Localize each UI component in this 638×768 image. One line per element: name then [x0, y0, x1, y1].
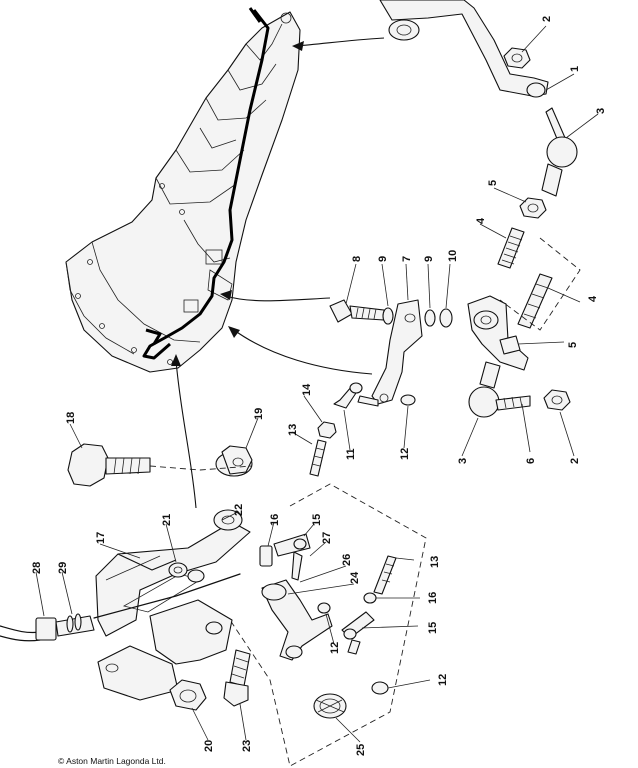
callout-15-top: 15: [311, 514, 323, 526]
bolt-23: [223, 649, 251, 707]
bolt-6: [495, 395, 531, 411]
nut-20: [169, 679, 207, 711]
nut-2-bottom: [543, 389, 571, 411]
leader-dash-left: [149, 465, 253, 471]
callout-15-right: 15: [427, 622, 439, 634]
cable-route: [142, 9, 270, 360]
callout-6: 6: [525, 458, 537, 464]
callout-26: 26: [341, 554, 353, 566]
nut-12-lower-a: [317, 602, 331, 614]
clevis-21: [168, 562, 188, 578]
callout-16-right: 16: [427, 592, 439, 604]
callout-27: 27: [321, 532, 333, 544]
callout-16-left: 16: [269, 514, 281, 526]
callout-25: 25: [355, 744, 367, 756]
callout-13-lower: 13: [429, 556, 441, 568]
nut-22: [187, 569, 205, 583]
outer-cable-2: [0, 635, 41, 642]
callout-28: 28: [31, 562, 43, 574]
ball-end-15-top: [273, 533, 311, 581]
callout-1: 1: [569, 66, 581, 72]
nut-2-top: [503, 47, 531, 69]
callout-11: 11: [345, 448, 357, 460]
callout-22: 22: [233, 504, 245, 516]
bolt-8: [329, 299, 385, 323]
ball-end-15-right: [341, 611, 375, 655]
spring-clip-25: [313, 693, 347, 719]
gearbox-housing: [65, 11, 301, 373]
callout-12-lower-a: 12: [329, 642, 341, 654]
mounting-plate: [97, 599, 233, 701]
callout-9-right: 9: [423, 256, 435, 262]
washer-9-left: [382, 307, 394, 325]
sleeve-16-left: [259, 545, 273, 567]
leader-dash-4: [499, 237, 581, 331]
lever-7: [371, 299, 423, 405]
callout-12-lower-b: 12: [437, 674, 449, 686]
callout-17: 17: [95, 532, 107, 544]
nut-12-mid: [400, 394, 416, 406]
nut-5-top: [519, 197, 547, 219]
callout-13-top: 13: [287, 424, 299, 436]
cable-abutment-28: [35, 615, 95, 641]
leader-dash-lower: [229, 483, 427, 767]
callout-numbers: 1 2 2 3 3 4 4 5 5 6 7 8 9 9 10 11 12 12 …: [31, 16, 607, 756]
callout-3-top: 3: [595, 108, 607, 114]
callout-23: 23: [241, 740, 253, 752]
nut-16-right: [363, 592, 377, 604]
inner-cable: [93, 573, 241, 619]
copyright-text: © Aston Martin Lagonda Ltd.: [58, 756, 166, 766]
callout-20: 20: [203, 740, 215, 752]
ball-joint-3-top: [541, 107, 578, 197]
rod-13-top: [309, 439, 327, 477]
callout-12-mid: 12: [399, 448, 411, 460]
cable-end-bottom: [145, 328, 162, 345]
outer-cable: [0, 625, 41, 634]
callout-4-left: 4: [475, 217, 487, 224]
pointer-arrows: [171, 37, 385, 509]
callout-10: 10: [447, 250, 459, 262]
callout-3-bottom: 3: [457, 458, 469, 464]
callout-2-bottom: 2: [569, 458, 581, 464]
lever-arm-1: [379, 0, 549, 98]
callout-5-bottom: 5: [567, 342, 579, 348]
rod-4-left: [497, 227, 525, 269]
washers-29: [66, 613, 82, 633]
bolt-18: [67, 443, 151, 487]
nut-12-lower-b: [371, 681, 389, 695]
callout-9-left: 9: [377, 256, 389, 262]
leader-lines: [35, 25, 599, 743]
callout-2-top: 2: [541, 16, 553, 22]
nut-19: [215, 445, 253, 477]
nut-14: [317, 421, 337, 439]
callout-8: 8: [351, 256, 363, 262]
callout-14: 14: [301, 383, 313, 396]
callout-21: 21: [161, 514, 173, 526]
callout-4-right: 4: [587, 295, 599, 302]
rod-4-right: [517, 273, 553, 329]
cable-end-top: [248, 7, 262, 23]
lever-24: [261, 579, 333, 661]
washer-9-right: [424, 309, 436, 327]
bracket-right: [467, 295, 529, 371]
ball-joint-3-bottom: [468, 361, 501, 418]
callout-5-top: 5: [487, 180, 499, 186]
callout-19: 19: [253, 408, 265, 420]
ball-end-14: [333, 382, 379, 409]
callout-29: 29: [57, 562, 69, 574]
bush-10: [439, 308, 453, 328]
rod-13-lower: [373, 555, 397, 595]
callout-24: 24: [349, 571, 361, 584]
callout-18: 18: [65, 412, 77, 424]
callout-7: 7: [401, 256, 413, 262]
